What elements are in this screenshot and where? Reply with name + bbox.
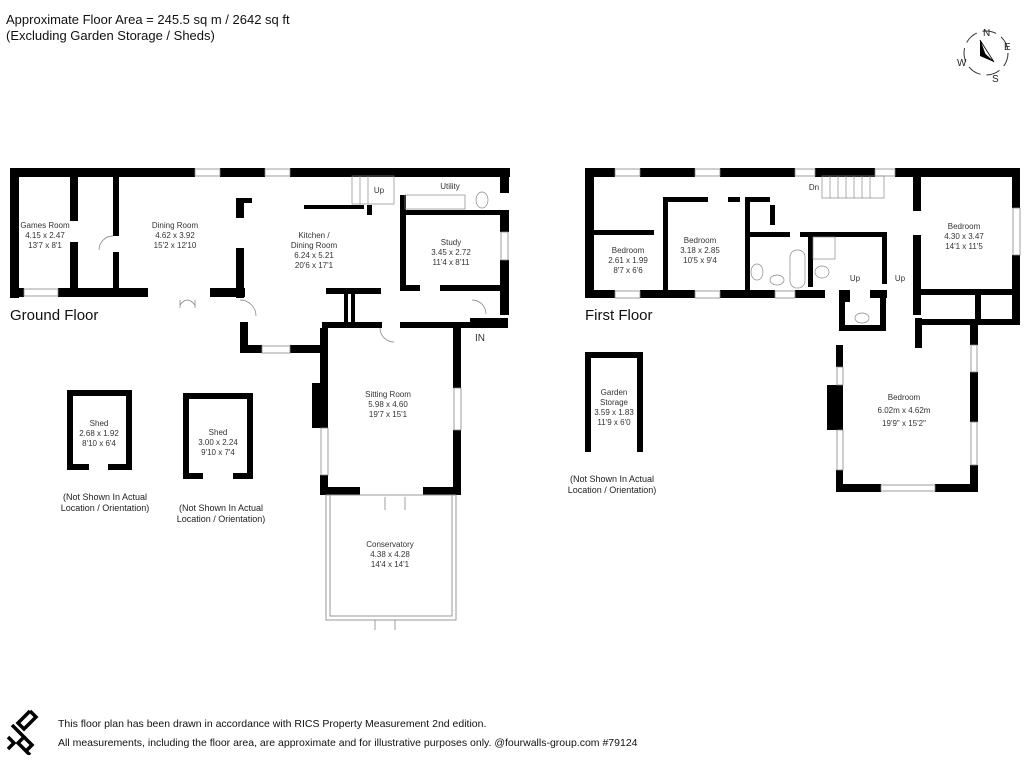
room-bedroom-right: Bedroom 4.30 x 3.47 14'1 x 11'5 [944,222,984,251]
room-bedroom-middle: Bedroom 3.18 x 2.85 10'5 x 9'4 [680,236,720,265]
door-swings [98,235,487,630]
shed-1-walls [67,390,132,470]
room-conservatory: Conservatory 4.38 x 4.28 14'4 x 14'1 [366,540,414,569]
garden-storage-note: (Not Shown In Actual Location / Orientat… [567,474,657,495]
stairs-up-label: Up [373,186,385,195]
shed-2-walls [183,393,253,479]
shed-2-note: (Not Shown In Actual Location / Orientat… [176,503,266,524]
garden-storage: Garden Storage 3.59 x 1.83 11'9 x 6'0 [594,388,634,427]
svg-text:N: N [983,28,990,39]
first-floor-walls [585,168,1020,492]
stairs-up-label-1: Up [849,274,861,283]
room-sitting-room: Sitting Room 5.98 x 4.60 19'7 x 15'1 [365,390,411,419]
stairs-up-label-2: Up [894,274,906,283]
first-floor-title: First Floor [585,307,653,324]
footer-disclaimer: This floor plan has been drawn in accord… [58,715,638,753]
ground-floor-title: Ground Floor [10,307,99,324]
room-bedroom-master: Bedroom 6.02m x 4.62m 19'9" x 15'2" [877,393,931,428]
entrance-label: IN [475,333,485,344]
room-dining-room: Dining Room 4.62 x 3.92 15'2 x 12'10 [151,221,199,250]
svg-text:W: W [957,58,967,69]
room-study: Study 3.45 x 2.72 11'4 x 8'11 [431,238,471,267]
stairs-down-label: Dn [808,183,820,192]
shed-1: Shed 2.68 x 1.92 8'10 x 6'4 [79,419,119,448]
ground-floor-windows [23,168,509,476]
footer-measurements-line: All measurements, including the floor ar… [58,737,638,749]
shed-2: Shed 3.00 x 2.24 9'10 x 7'4 [198,428,238,457]
compass: N E S W [955,22,1017,85]
shed-1-note: (Not Shown In Actual Location / Orientat… [60,492,150,513]
floor-area-header: Approximate Floor Area = 245.5 sq m / 26… [6,12,290,44]
ground-floor-walls [10,168,510,495]
bathroom-fixtures [404,191,870,324]
utility-label: Utility [440,182,460,191]
compass-icon: N E S W [957,28,1011,85]
floor-area-text: Approximate Floor Area = 245.5 sq m / 26… [6,12,290,27]
first-floor-windows [614,168,1021,492]
fourwalls-logo-icon [4,707,40,757]
svg-text:S: S [992,74,999,84]
garden-storage-walls [585,352,643,452]
room-bedroom-small: Bedroom 2.61 x 1.99 8'7 x 6'6 [608,246,648,275]
room-games-room: Games Room 4.15 x 2.47 13'7 x 8'1 [20,221,70,250]
room-kitchen-dining: Kitchen / Dining Room 6.24 x 5.21 20'6 x… [290,231,338,270]
footer-rics-line: This floor plan has been drawn in accord… [58,718,487,730]
stairs [351,175,885,205]
exclusion-text: (Excluding Garden Storage / Sheds) [6,28,215,43]
svg-text:E: E [1004,42,1011,53]
conservatory-outline [325,494,457,621]
